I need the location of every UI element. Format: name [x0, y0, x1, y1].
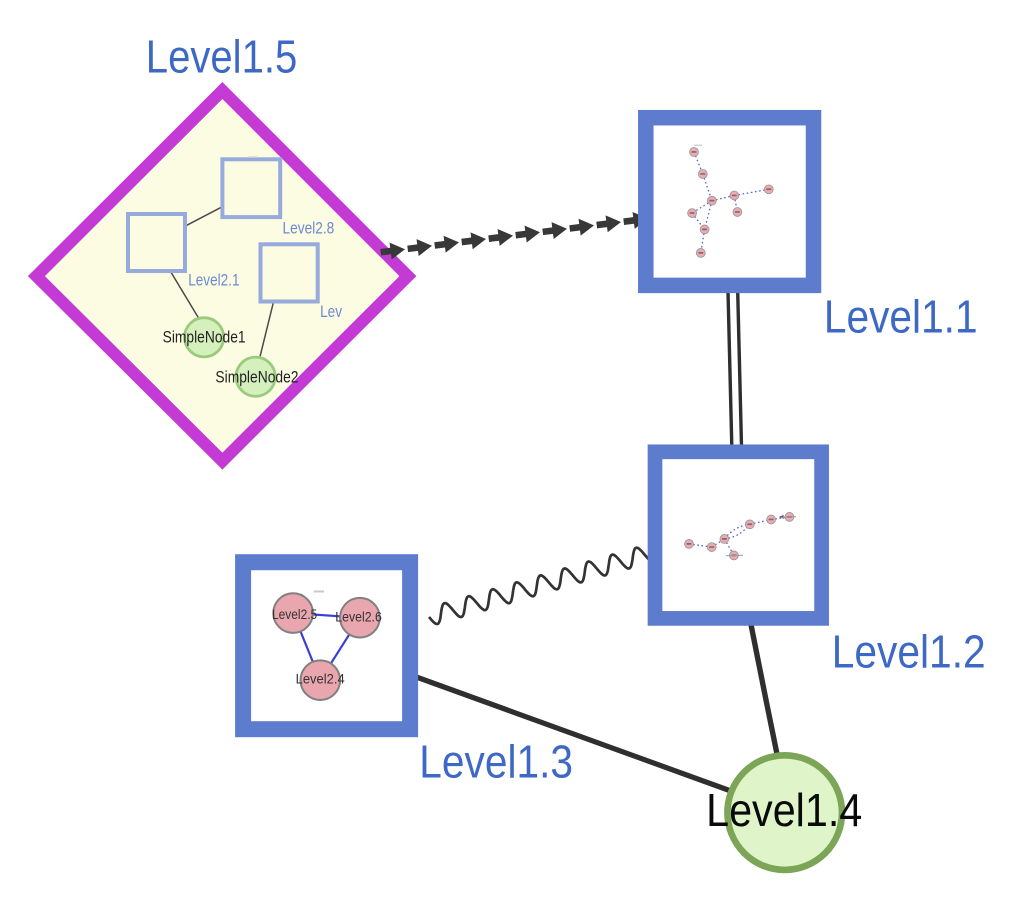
- svg-text:Level2.5: Level2.5: [272, 607, 317, 622]
- svg-text:SimpleNode1: SimpleNode1: [163, 328, 246, 347]
- svg-text:Lev: Lev: [320, 303, 343, 321]
- svg-text:Level1.5: Level1.5: [146, 31, 297, 83]
- svg-text:Level2.6: Level2.6: [335, 610, 382, 625]
- svg-text:Level1.1: Level1.1: [824, 291, 978, 343]
- svg-text:Level1.2: Level1.2: [832, 625, 986, 677]
- svg-text:Level2.1: Level2.1: [188, 272, 239, 290]
- svg-text:Level2.8: Level2.8: [283, 219, 335, 237]
- svg-text:Level1.4: Level1.4: [706, 784, 862, 836]
- svg-text:Level1.3: Level1.3: [419, 736, 573, 788]
- svg-text:Level2.4: Level2.4: [296, 672, 345, 687]
- svg-text:SimpleNode2: SimpleNode2: [215, 368, 298, 387]
